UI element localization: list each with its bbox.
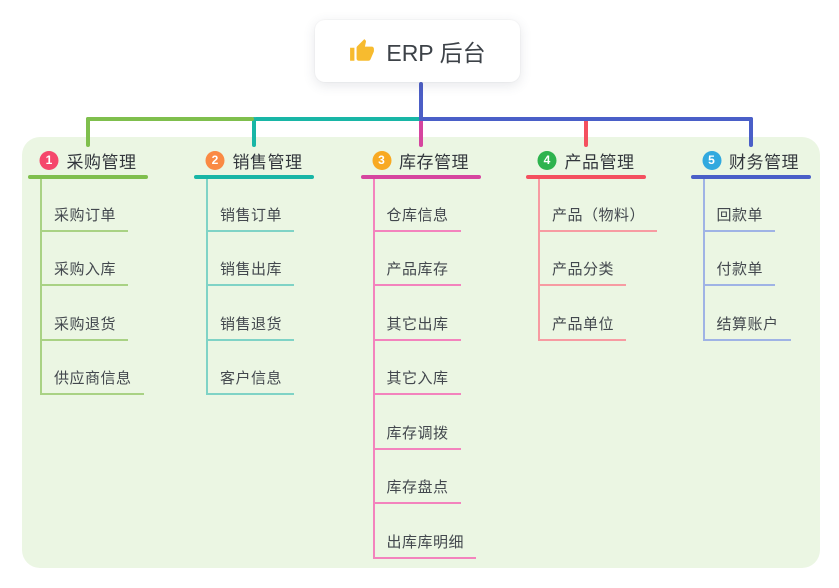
mindmap-item[interactable]: 客户信息 [206,367,295,395]
mindmap-item[interactable]: 采购退货 [40,313,129,341]
branch-underline [690,175,811,179]
mindmap-item[interactable]: 其它入库 [372,367,461,395]
branch-connector-drop [584,117,588,147]
branch-label: 产品管理 [564,152,635,172]
root-connector [418,82,423,121]
branch-node-4[interactable]: 4 产品管理 [537,147,635,173]
mindmap-item[interactable]: 采购订单 [40,204,129,232]
branch-underline [194,175,314,179]
mindmap-item[interactable]: 回款单 [702,204,776,232]
branches-panel [22,137,820,568]
mindmap-item[interactable]: 库存盘点 [372,476,461,504]
connector-horizontal [420,117,753,121]
mindmap-item[interactable]: 销售退货 [206,313,295,341]
branch-number-badge: 4 [537,150,557,170]
connector-horizontal [86,117,254,121]
branch-label: 财务管理 [729,152,799,172]
mindmap-item[interactable]: 结算账户 [702,313,791,341]
mindmap-item[interactable]: 采购入库 [40,258,129,286]
branch-label: 库存管理 [399,152,469,172]
branch-node-5[interactable]: 5 财务管理 [702,147,799,173]
mindmap-item[interactable]: 其它出库 [372,313,461,341]
mindmap-item[interactable]: 销售订单 [206,204,295,232]
mindmap-item[interactable]: 供应商信息 [40,367,144,395]
branch-number-badge: 5 [702,150,721,170]
branch-connector-drop [748,117,753,147]
branch-node-3[interactable]: 3 库存管理 [372,147,469,173]
branch-connector-drop [86,117,90,147]
branch-number-badge: 1 [39,150,59,170]
thumbs-up-icon [349,38,375,64]
branch-underline [526,175,646,179]
branch-tree-line [206,179,208,393]
branch-node-2[interactable]: 2 销售管理 [205,147,303,173]
branch-underline [28,175,148,179]
branch-node-1[interactable]: 1 采购管理 [39,147,137,173]
branch-tree-line [538,179,540,339]
branch-tree-line [372,179,375,557]
branch-tree-line [702,179,705,339]
connector-horizontal [254,117,421,121]
mindmap-item[interactable]: 产品单位 [538,313,627,341]
mindmap-item[interactable]: 出库库明细 [372,531,477,559]
branch-number-badge: 3 [372,150,391,170]
mindmap-item[interactable]: 付款单 [702,258,776,286]
root-label: ERP 后台 [386,40,486,66]
branch-connector-drop [418,117,423,147]
mindmap-item[interactable]: 库存调拨 [372,422,461,450]
branch-underline [360,175,481,179]
mindmap-item[interactable]: 销售出库 [206,258,295,286]
branch-label: 采购管理 [66,152,137,172]
mindmap-item[interactable]: 产品分类 [538,258,627,286]
branch-label: 销售管理 [232,152,303,172]
branch-tree-line [40,179,42,393]
branch-number-badge: 2 [205,150,225,170]
mindmap-item[interactable]: 产品库存 [372,258,461,286]
mindmap-item[interactable]: 产品（物料） [538,204,658,232]
mindmap-item[interactable]: 仓库信息 [372,204,461,232]
root-node[interactable]: ERP 后台 [315,20,520,82]
branch-connector-drop [252,117,256,147]
